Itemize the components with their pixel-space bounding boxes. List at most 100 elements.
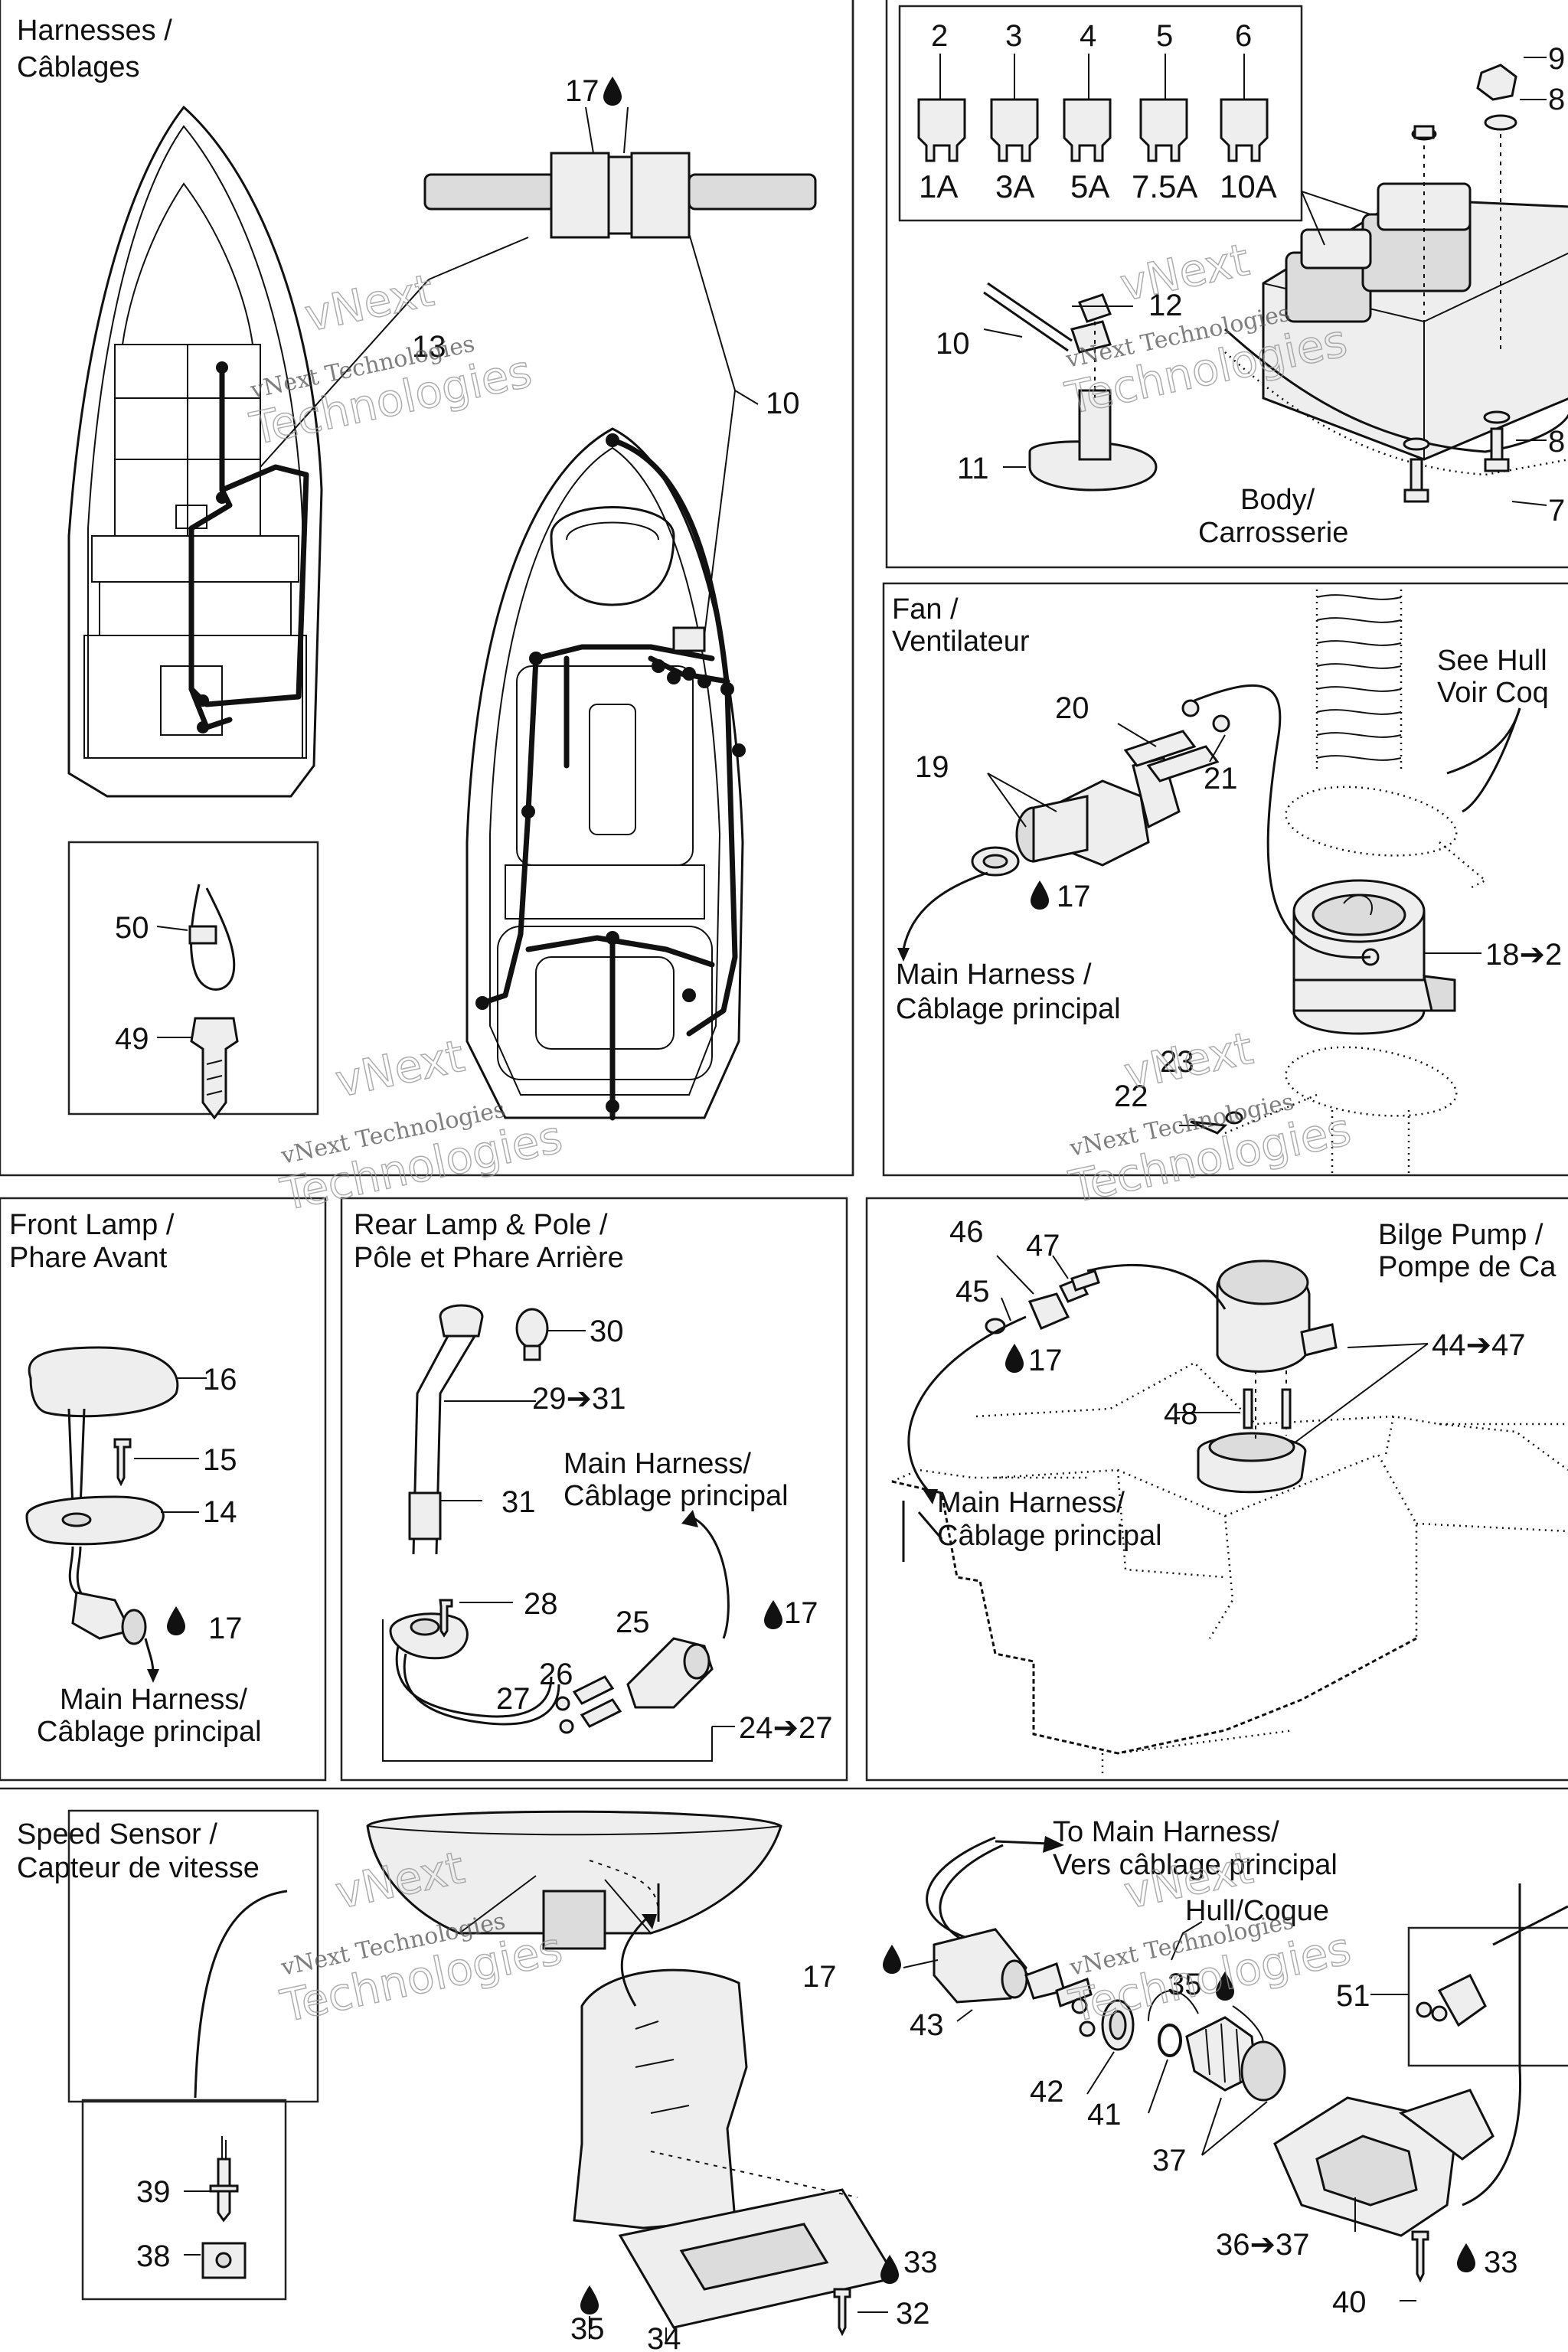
callout-11: 11 <box>957 452 989 485</box>
callout-16: 16 <box>203 1363 237 1396</box>
rear-lamp-title-en: Rear Lamp & Pole / <box>354 1209 608 1241</box>
callout-39: 39 <box>136 2175 171 2209</box>
sealant-drop-icon-35b <box>580 2285 599 2314</box>
callout-26: 26 <box>539 1658 573 1691</box>
sealant-drop-icon-rear <box>764 1600 782 1629</box>
callout-34: 34 <box>647 2322 681 2352</box>
fuse-box-panel <box>898 5 1568 506</box>
sealant-drop-icon-bilge <box>1005 1344 1024 1373</box>
fan-title-en: Fan / <box>892 593 959 626</box>
panel-borders <box>0 0 1568 2301</box>
callout-27: 27 <box>496 1682 531 1716</box>
callout-17-front: 17 <box>208 1612 243 1645</box>
harnesses-title-fr: Câblages <box>17 51 140 83</box>
callout-33-right: 33 <box>1484 2246 1518 2279</box>
sealant-drop-icon-33b <box>1457 2243 1475 2272</box>
bilge-title-fr: Pompe de Ca <box>1378 1251 1557 1283</box>
callout-46: 46 <box>949 1215 984 1249</box>
front-lamp-art: Front Lamp / Phare Avant <box>9 1209 207 1683</box>
callout-6: 6 <box>1235 19 1252 53</box>
callout-31: 31 <box>501 1485 536 1519</box>
callout-36-37: 36➔37 <box>1216 2228 1310 2262</box>
hull-coque-label: Hull/Coque <box>1185 1895 1329 1927</box>
callout-44-47: 44➔47 <box>1432 1328 1526 1362</box>
callout-41: 41 <box>1087 2098 1122 2132</box>
fuse-rating-1a: 1A <box>919 168 958 204</box>
callout-21: 21 <box>1204 762 1238 795</box>
front-lamp-labels: 16 15 14 17 Main Harness/ Câblage princi… <box>37 1363 262 1748</box>
harnesses-title-en: Harnesses / <box>17 15 172 47</box>
callout-4: 4 <box>1080 19 1096 53</box>
callout-24-27: 24➔27 <box>739 1711 833 1745</box>
fuse-rating-5a: 5A <box>1070 168 1109 204</box>
callout-38: 38 <box>136 2239 171 2273</box>
callout-19: 19 <box>915 750 949 784</box>
to-main-harness-en: To Main Harness/ <box>1053 1816 1279 1848</box>
watermark-3a: vNext <box>331 1030 469 1108</box>
fuse-rating-10a: 10A <box>1220 168 1277 204</box>
callout-18-2: 18➔2 <box>1485 938 1562 972</box>
callout-20: 20 <box>1055 691 1089 725</box>
callout-2: 2 <box>931 19 948 53</box>
connector-detail <box>423 106 817 391</box>
callout-48: 48 <box>1164 1397 1198 1431</box>
speed-title-fr: Capteur de vitesse <box>17 1852 260 1884</box>
callout-8: 8 <box>1548 83 1565 116</box>
watermarks: vNext vNext Technologies Technologies vN… <box>245 233 1356 2033</box>
callout-47: 47 <box>1026 1229 1060 1263</box>
callout-15: 15 <box>203 1443 237 1477</box>
speed-sensor-art: Speed Sensor / Capteur de vitesse <box>17 1810 1568 2343</box>
fuse-labels: 2 3 4 5 6 1A 3A 5A 7.5A 10A 9 8 12 10 11… <box>919 19 1565 549</box>
bilge-main-harness-fr: Câblage principal <box>937 1520 1162 1552</box>
callout-49: 49 <box>115 1022 149 1056</box>
front-main-harness-en: Main Harness/ <box>60 1684 247 1716</box>
callout-9: 9 <box>1548 42 1565 76</box>
fuse-rating-3a: 3A <box>995 168 1034 204</box>
callout-17-rear: 17 <box>784 1596 818 1630</box>
harnesses-title: Harnesses / Câblages <box>17 15 172 83</box>
callout-17-fan: 17 <box>1057 880 1091 913</box>
see-hull-en: See Hull <box>1437 645 1547 677</box>
callout-22: 22 <box>1114 1080 1148 1113</box>
bilge-labels: 46 47 45 17 44➔47 48 Main Harness/ Câbla… <box>937 1215 1526 1552</box>
callout-32: 32 <box>896 2297 930 2331</box>
speed-sensor-inset-leader <box>194 1890 288 2099</box>
hull-top-view-left <box>67 105 430 798</box>
callout-37: 37 <box>1152 2144 1187 2177</box>
boat-top-view-right <box>466 427 746 1121</box>
callout-3: 3 <box>1005 19 1022 53</box>
sealant-drop-icon-front <box>167 1606 185 1635</box>
leader-10 <box>734 390 759 405</box>
callout-35-lower: 35 <box>570 2312 605 2346</box>
callout-23: 23 <box>1160 1045 1194 1079</box>
callout-28: 28 <box>524 1587 558 1621</box>
callout-14: 14 <box>203 1495 237 1529</box>
callout-42: 42 <box>1030 2075 1064 2109</box>
callout-17-speed: 17 <box>802 1960 837 1994</box>
callout-8-lower: 8 <box>1548 425 1565 459</box>
speed-sensor-labels: To Main Harness/ Vers câblage principal … <box>136 1816 1518 2352</box>
bilge-pump-art: Bilge Pump / Pompe de Ca <box>891 1219 1568 1776</box>
tie-screw-inset <box>67 841 319 1120</box>
sealant-drop-icon <box>603 77 622 106</box>
callout-29-31: 29➔31 <box>532 1382 626 1416</box>
front-main-harness-fr: Câblage principal <box>37 1716 262 1748</box>
callout-7: 7 <box>1548 494 1565 528</box>
rear-lamp-art: Rear Lamp & Pole / Pôle et Phare Arrière <box>354 1209 735 1762</box>
callout-12: 12 <box>1148 289 1183 322</box>
callout-17: 17 <box>565 74 599 108</box>
front-lamp-title-en: Front Lamp / <box>9 1209 175 1241</box>
rear-main-harness-fr: Câblage principal <box>564 1480 789 1512</box>
to-main-harness-fr: Vers câblage principal <box>1053 1849 1338 1881</box>
sealant-drop-icon-33a <box>880 2255 899 2284</box>
callout-13: 13 <box>412 330 446 364</box>
speed-title-en: Speed Sensor / <box>17 1818 217 1851</box>
see-hull-fr: Voir Coq <box>1437 677 1549 709</box>
watermark-4a: vNext <box>1119 1022 1257 1100</box>
callout-17-bilge: 17 <box>1028 1344 1063 1377</box>
fan-panel-art: Fan / Ventilateur <box>892 590 1521 1175</box>
callout-43: 43 <box>910 2008 944 2042</box>
fan-labels: See Hull Voir Coq 20 19 21 17 Main Harne… <box>896 645 1562 1113</box>
